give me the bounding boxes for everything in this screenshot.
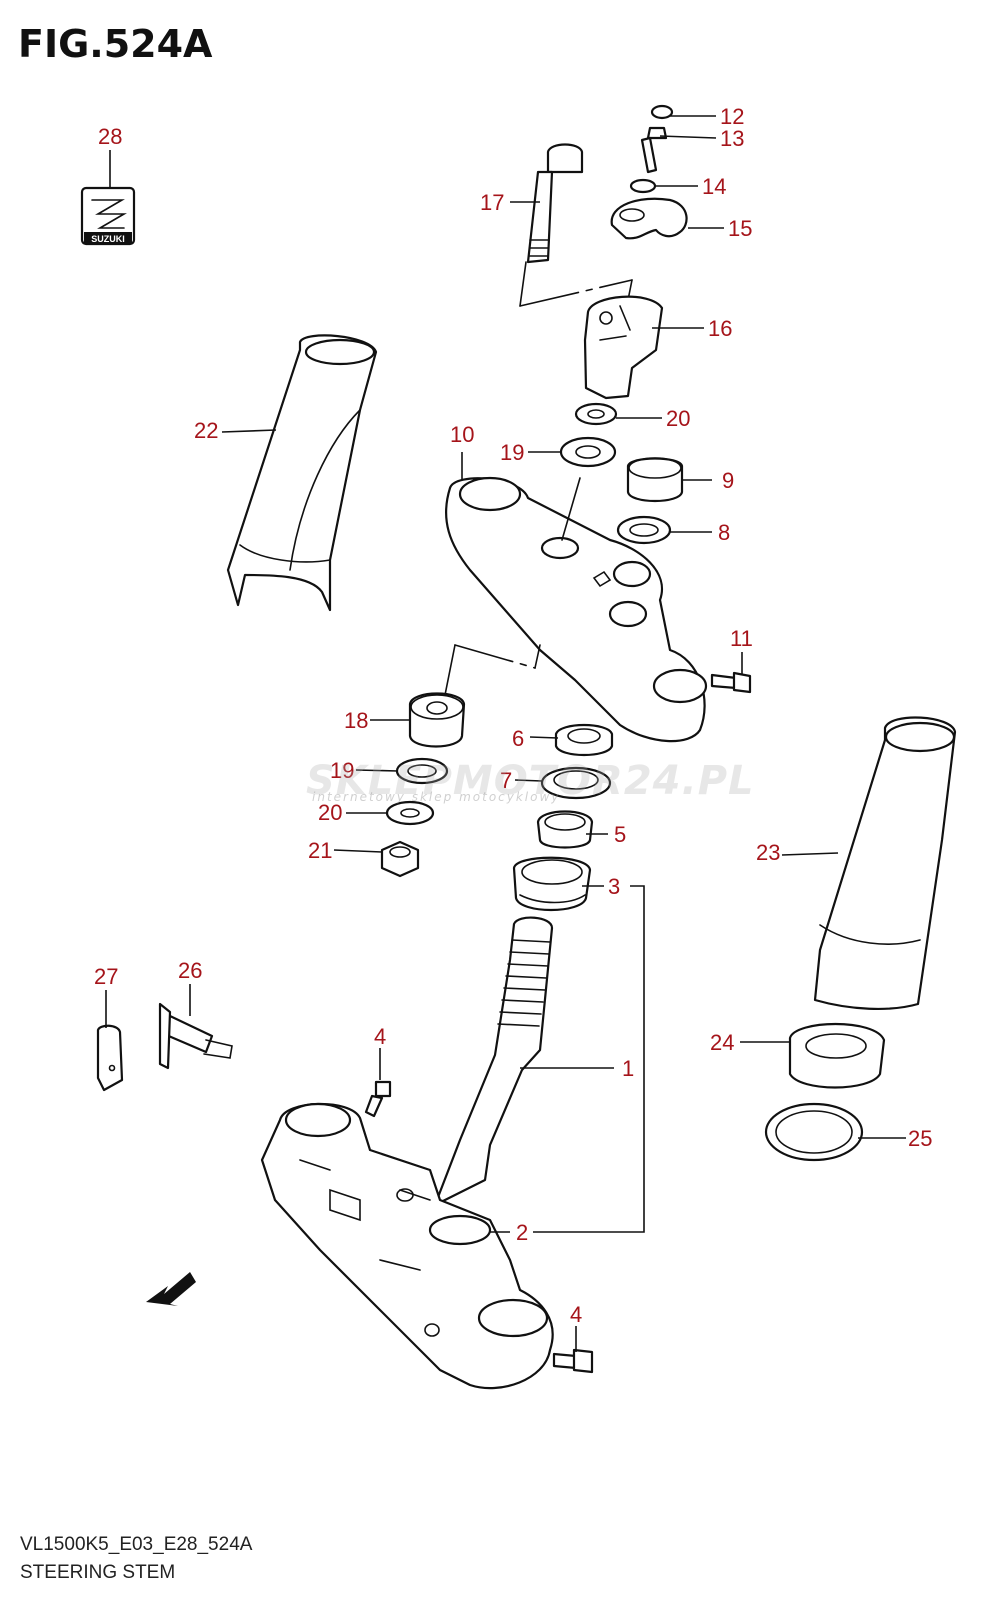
callout-4-lower: 4 bbox=[570, 1302, 582, 1327]
steering-stem-part bbox=[260, 916, 554, 1390]
callout-2: 2 bbox=[516, 1220, 528, 1245]
callout-8: 8 bbox=[718, 520, 730, 545]
callout-27: 27 bbox=[94, 964, 118, 989]
handlebar-holder-part bbox=[583, 295, 664, 400]
callout-15: 15 bbox=[728, 216, 752, 241]
washer-7 bbox=[540, 766, 612, 800]
callout-19-lower: 19 bbox=[330, 758, 354, 783]
leader-lines bbox=[105, 115, 906, 1352]
bolt-4-upper bbox=[364, 1080, 392, 1118]
cap-nut-9 bbox=[626, 457, 684, 502]
figure-title: FIG.524A bbox=[18, 22, 213, 66]
seal-ring-25 bbox=[764, 1102, 864, 1162]
callout-labels: 28 12 13 14 15 17 16 20 22 10 19 9 8 11 … bbox=[94, 104, 932, 1327]
callout-10: 10 bbox=[450, 422, 474, 447]
watermark: SKLEPMOTOR24.PL bbox=[306, 758, 755, 804]
callout-24: 24 bbox=[710, 1030, 734, 1055]
figure-code: VL1500K5_E03_E28_524A bbox=[20, 1534, 253, 1555]
figure-name: STEERING STEM bbox=[20, 1562, 176, 1583]
washer-20-lower bbox=[385, 800, 435, 826]
washer-19-top bbox=[559, 436, 617, 468]
fork-cover-left-part bbox=[226, 334, 378, 612]
callout-20-top: 20 bbox=[666, 406, 690, 431]
bearing-3 bbox=[512, 856, 592, 912]
bolt-11-part bbox=[710, 671, 752, 694]
callout-3: 3 bbox=[608, 874, 620, 899]
callout-23: 23 bbox=[756, 840, 780, 865]
front-direction-arrow bbox=[146, 1272, 196, 1306]
bearing-5 bbox=[536, 810, 594, 849]
lock-plate-27 bbox=[96, 1024, 124, 1092]
fork-cover-right-part bbox=[813, 716, 957, 1010]
callout-19-top: 19 bbox=[500, 440, 524, 465]
callout-6: 6 bbox=[512, 726, 524, 751]
ring-nut-24 bbox=[788, 1022, 886, 1089]
small-hardware-12-15 bbox=[610, 104, 688, 240]
callout-12: 12 bbox=[720, 104, 744, 129]
callout-25: 25 bbox=[908, 1126, 932, 1151]
steering-nut-6 bbox=[554, 724, 614, 756]
upper-bracket-part bbox=[445, 476, 708, 743]
callout-20-lower: 20 bbox=[318, 800, 342, 825]
suzuki-emblem-part: SUZUKI bbox=[80, 186, 136, 246]
bolt-4-lower bbox=[552, 1348, 594, 1374]
bolt-17-part bbox=[526, 143, 584, 264]
callout-14: 14 bbox=[702, 174, 726, 199]
callout-21: 21 bbox=[308, 838, 332, 863]
callout-18: 18 bbox=[344, 708, 368, 733]
callout-4-upper: 4 bbox=[374, 1024, 386, 1049]
callout-28: 28 bbox=[98, 124, 122, 149]
steering-lock-26 bbox=[158, 1002, 233, 1070]
callout-9: 9 bbox=[722, 468, 734, 493]
callout-13: 13 bbox=[720, 126, 744, 151]
callout-5: 5 bbox=[614, 822, 626, 847]
callout-16: 16 bbox=[708, 316, 732, 341]
callout-11: 11 bbox=[730, 626, 753, 651]
washer-8 bbox=[616, 515, 672, 545]
callout-22: 22 bbox=[194, 418, 218, 443]
callout-17: 17 bbox=[480, 190, 504, 215]
callout-7: 7 bbox=[500, 768, 512, 793]
suzuki-logo-text: SUZUKI bbox=[91, 234, 125, 244]
washer-20-top bbox=[574, 402, 618, 426]
watermark-subtitle: internetowy sklep motocyklowy bbox=[312, 790, 561, 804]
nut-21-part bbox=[380, 840, 420, 878]
callout-26: 26 bbox=[178, 958, 202, 983]
callout-1: 1 bbox=[622, 1056, 634, 1081]
bush-18-part bbox=[408, 692, 466, 748]
